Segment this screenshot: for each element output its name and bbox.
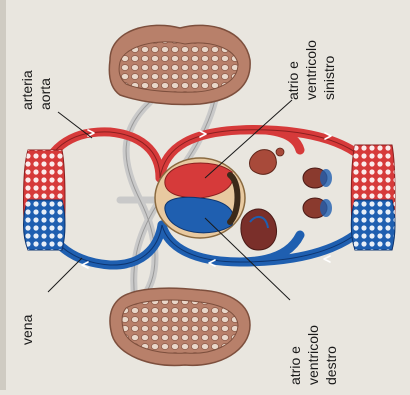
capillary-bed-right <box>351 145 395 250</box>
label-right-line1: atrio e <box>287 346 303 385</box>
capillary-bed-left <box>24 150 66 250</box>
label-right-line3: destro <box>323 346 339 385</box>
label-arteria-aorta-line1: arteria <box>19 70 35 110</box>
label-left-line2: ventricolo <box>303 40 319 100</box>
label-left-line1: atrio e <box>285 61 301 100</box>
lung-bottom <box>110 288 250 365</box>
label-right-line2: ventricolo <box>305 325 321 385</box>
label-arteria-aorta-line2: aorta <box>37 78 53 110</box>
label-vena-text: vena <box>19 314 35 345</box>
page-edge-shadow <box>0 0 6 390</box>
heart <box>155 158 245 238</box>
label-vena: vena <box>19 314 35 345</box>
lung-top <box>109 25 250 104</box>
label-left-line3: sinistro <box>321 55 337 100</box>
organ-liver <box>241 209 277 250</box>
